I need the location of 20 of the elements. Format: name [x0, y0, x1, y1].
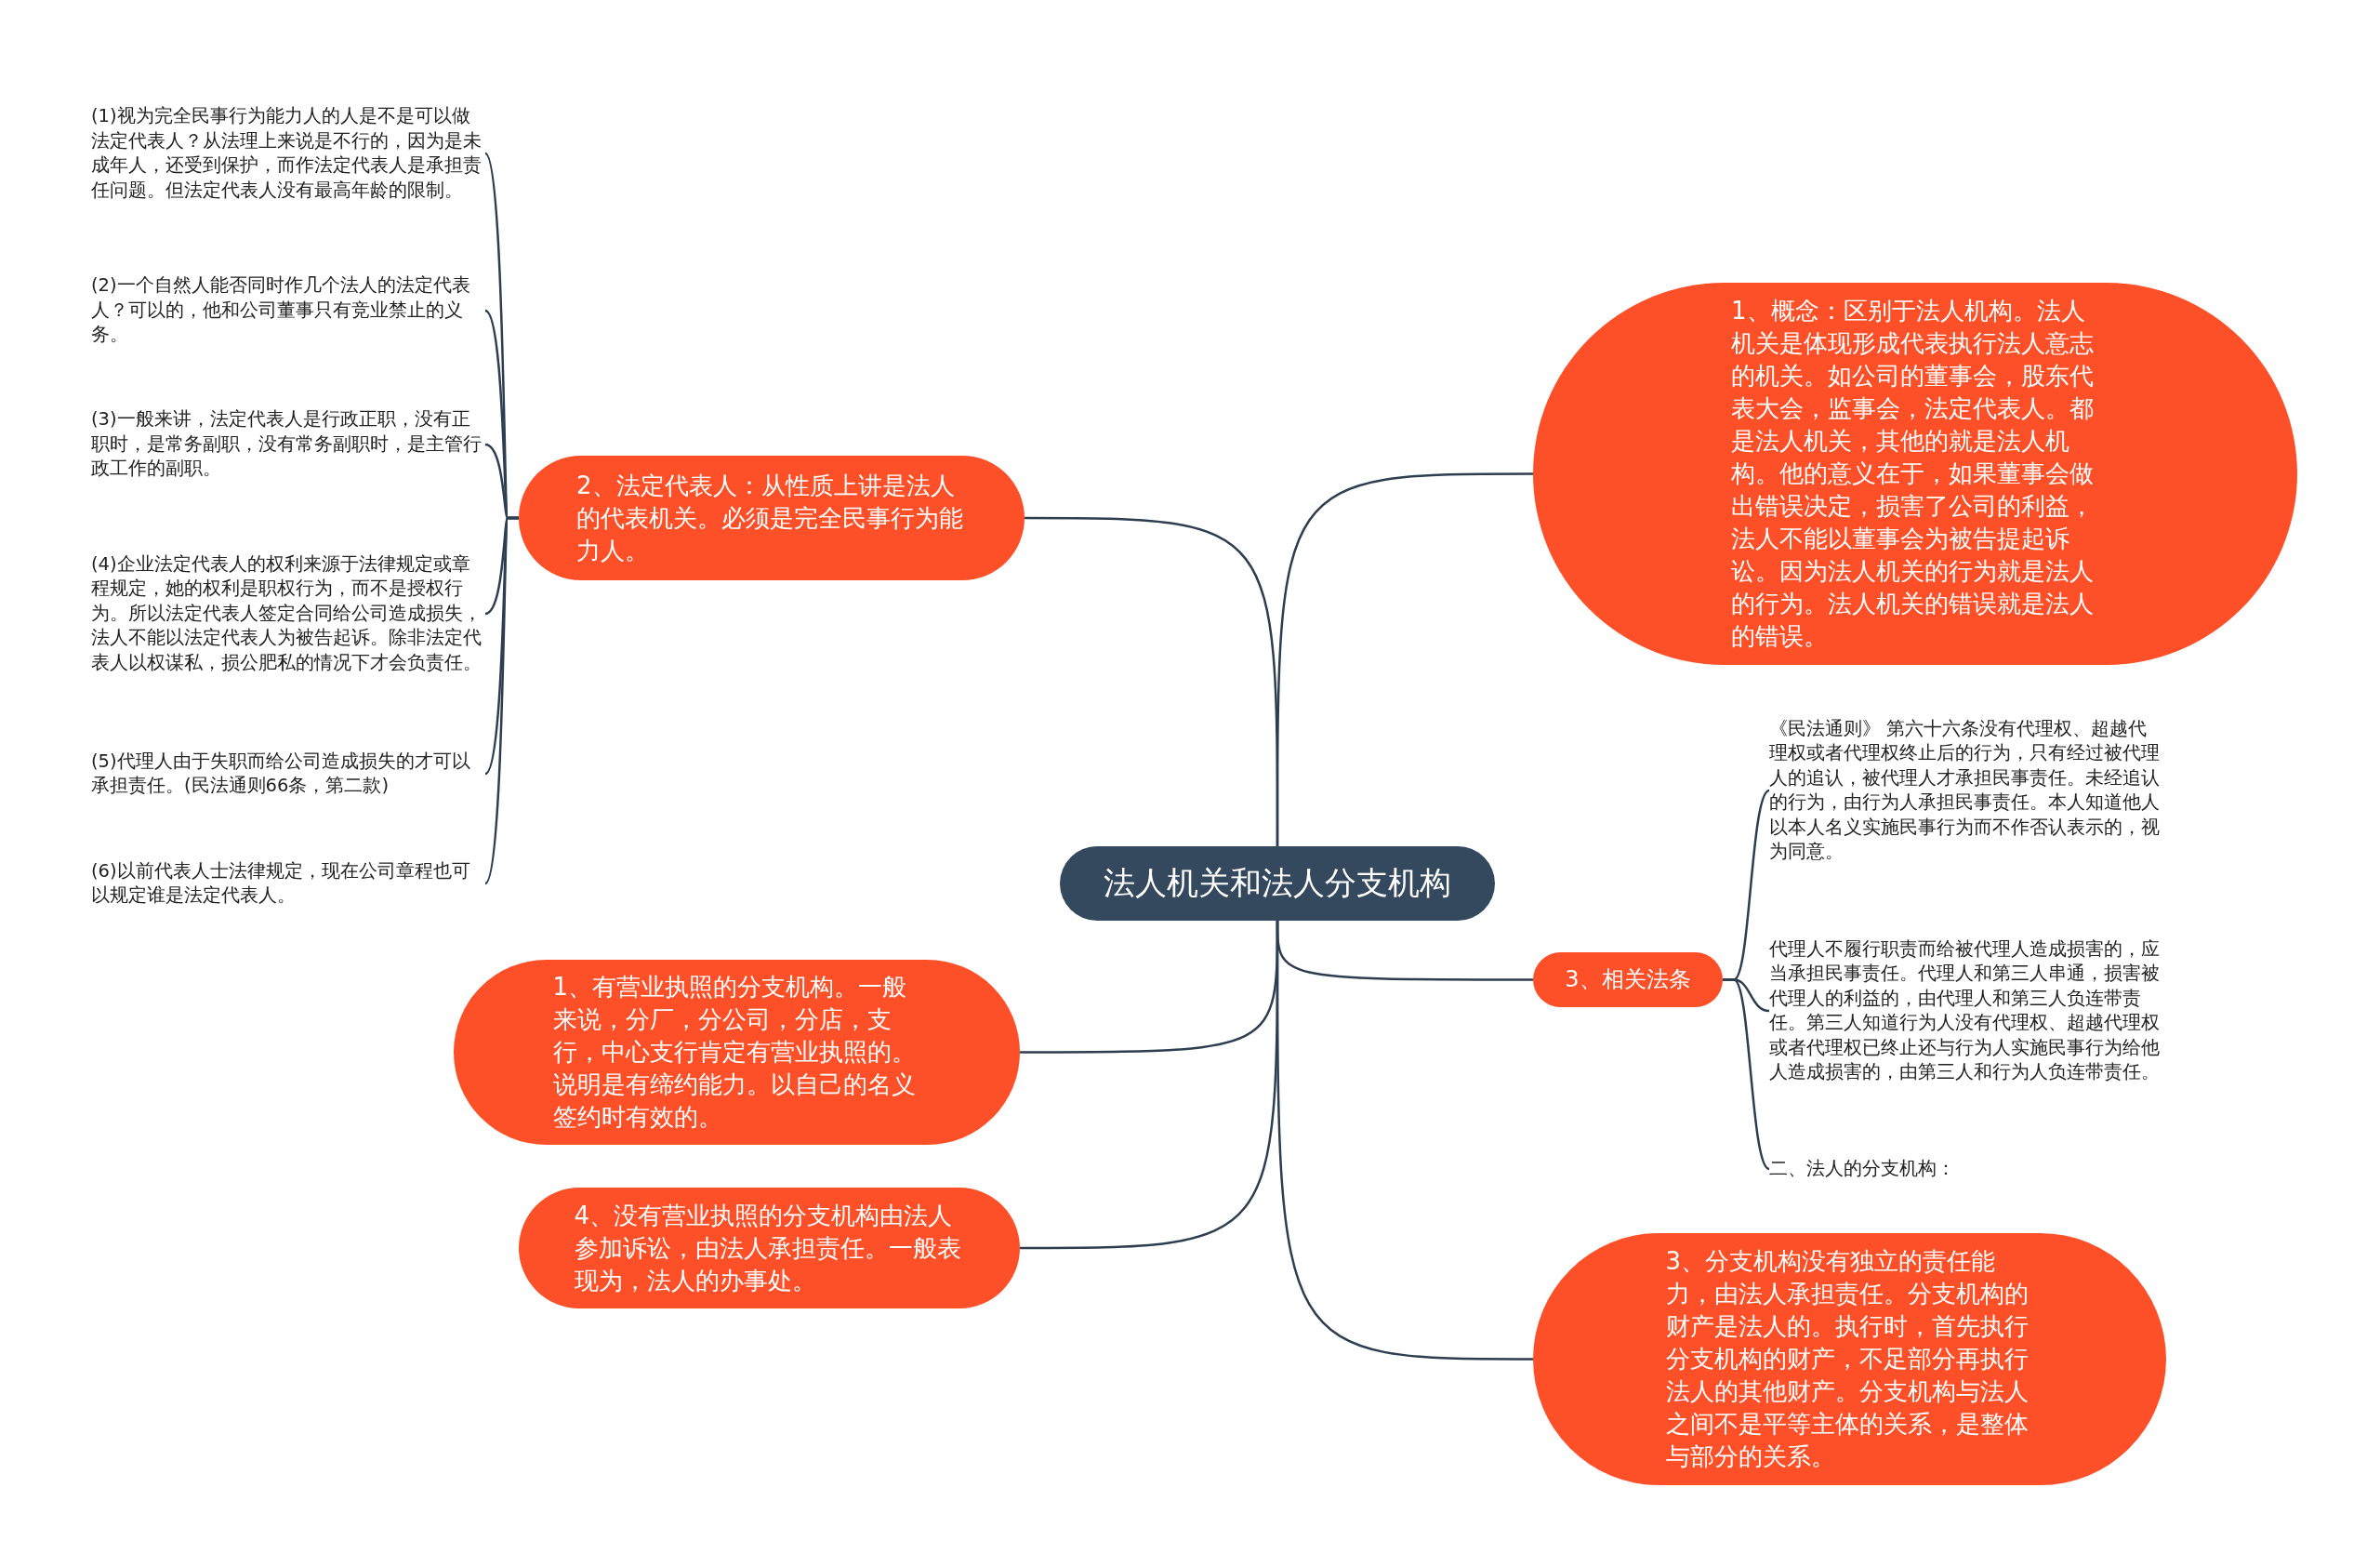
connector-line	[1276, 921, 1533, 1361]
topic-box: 1、有营业执照的分支机构。一般来说，分厂，分公司，分店，支行，中心支行肯定有营业执照的。说明是有缔约能力。以自己的名义签约时有效的。	[454, 960, 1020, 1145]
note-text: (5)代理人由于失职而给公司造成损失的才可以承担责任。(民法通则66条，第二款)	[91, 748, 485, 800]
topic-box: 1、概念：区别于法人机构。法人机关是体现形成代表执行法人意志的机关。如公司的董事会，股东代表大会，监事会，法定代表人。都是法人机关，其他的就是法人机构。他的意义在于，如果董事会做出错误决定，损害了公司的利益，法人不能以董事会为被告提起诉讼。因为法人机关的行为就是法人的行为。法人机关的错误就是法人的错误。	[1533, 283, 2297, 665]
connector-line	[1723, 978, 1770, 1170]
connector-line	[483, 516, 519, 884]
note-text: 二、法人的分支机构：	[1769, 1155, 2160, 1183]
topic-label: 3、相关法条	[1533, 952, 1723, 1007]
note-text: 《民法通则》 第六十六条没有代理权、超越代理权或者代理权终止后的行为，只有经过被代理人的追认，被代理人才承担民事责任。未经追认的行为，由行为人承担民事责任。本人知道他人以本人名义实施民事行为而不作否认表示的，视为同意。	[1769, 716, 2160, 865]
note-text: (2)一个自然人能否同时作几个法人的法定代表人？可以的，他和公司董事只有竞业禁止的义务。	[91, 273, 485, 348]
note-text: 代理人不履行职责而给被代理人造成损害的，应当承担民事责任。代理人和第三人串通，损害被代理人的利益的，由代理人和第三人负连带责任。第三人知道行为人没有代理权、超越代理权或者代理权已终止还与行为人实施民事行为给他人造成损害的，由第三人和行为人负连带责任。	[1769, 924, 2160, 1097]
topic-box: 3、分支机构没有独立的责任能力，由法人承担责任。分支机构的财产是法人的。执行时，首先执行分支机构的财产，不足部分再执行法人的其他财产。分支机构与法人之间不是平等主体的关系，是整体与部分的关系。	[1533, 1233, 2166, 1485]
note-text: (6)以前代表人士法律规定，现在公司章程也可以规定谁是法定代表人。	[91, 857, 485, 910]
note-text: (4)企业法定代表人的权利来源于法律规定或章程规定，她的权利是职权行为，而不是授权行为。所以法定代表人签定合同给公司造成损失，法人不能以法定代表人为被告起诉。除非法定代表人以权谋私，损公肥私的情况下才会负责任。	[91, 539, 485, 688]
central-topic: 法人机关和法人分支机构	[1060, 846, 1495, 921]
topic-box: 2、法定代表人：从性质上讲是法人的代表机关。必须是完全民事行为能力人。	[519, 456, 1025, 580]
topic-box: 4、没有营业执照的分支机构由法人参加诉讼，由法人承担责任。一般表现为，法人的办事处。	[519, 1188, 1020, 1308]
note-text: (1)视为完全民事行为能力人的人是不是可以做法定代表人？从法理上来说是不行的，因为是未成年人，还受到保护，而作法定代表人是承担责任问题。但法定代表人没有最高年龄的限制。	[91, 91, 485, 216]
note-text: (3)一般来讲，法定代表人是行政正职，没有正职时，是常务副职，没有常务副职时，是主管行政工作的副职。	[91, 407, 485, 482]
connector-line	[1276, 472, 1533, 846]
